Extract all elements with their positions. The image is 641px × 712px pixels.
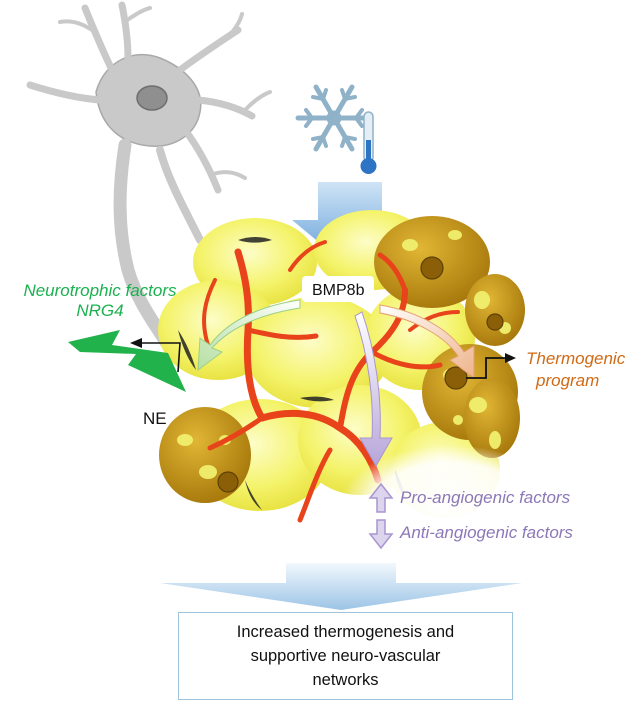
neurotrophic-factors-label: Neurotrophic factors [23, 281, 177, 300]
angiogenic-arrow [354, 311, 393, 468]
bmp8b-label-bg [302, 276, 374, 302]
neurotrophic-arrow [197, 299, 301, 372]
up-arrow-icon [368, 482, 394, 513]
adipose-tissue [158, 210, 560, 565]
lightning-bolt-icon [68, 330, 186, 392]
ne-connector-arrow [142, 342, 181, 373]
snowflake-icon [295, 84, 373, 152]
thermogenic-connector-arrow [466, 357, 506, 379]
anti-angiogenic-label: Anti-angiogenic factors [400, 523, 573, 542]
pro-angiogenic-label: Pro-angiogenic factors [400, 488, 571, 507]
down-arrow-icon [368, 519, 394, 550]
brown-adipocytes [159, 216, 525, 503]
bmp8b-label: BMP8b [312, 282, 365, 299]
outcome-arrow [160, 563, 522, 610]
program-label: program [536, 371, 600, 390]
thermometer-icon [360, 111, 377, 174]
neuron-icon [26, 1, 272, 359]
ne-label: NE [143, 409, 167, 428]
outcome-box: Increased thermogenesis and supportive n… [178, 612, 513, 700]
thermogenic-label: Thermogenic [526, 349, 626, 368]
outcome-text: Increased thermogenesis and supportive n… [236, 623, 455, 689]
nrg4-label: NRG4 [76, 301, 124, 320]
